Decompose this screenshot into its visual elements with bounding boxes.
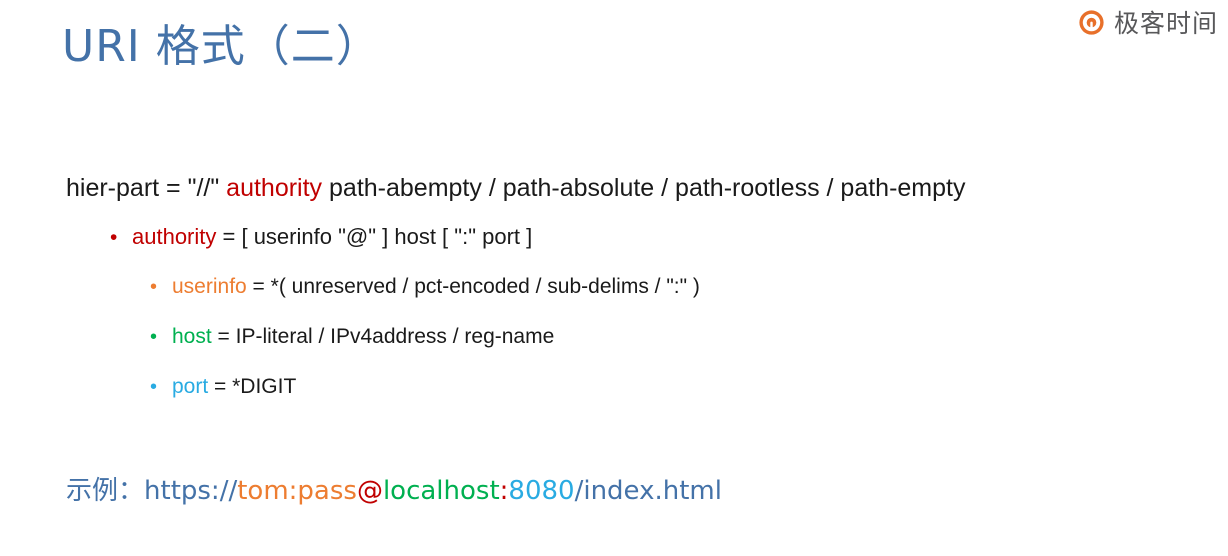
abnf-grammar-block: hier-part = "//" authority path-abempty …: [66, 172, 1186, 422]
url-fragment: /index.html: [574, 476, 722, 506]
bullet-marker: •: [110, 226, 118, 249]
url-fragment: 8080: [508, 476, 575, 506]
url-fragment: @: [356, 476, 383, 506]
brand-logo: 极客时间: [1076, 8, 1218, 39]
text-fragment: = *( unreserved / pct-encoded / sub-deli…: [246, 275, 700, 298]
grammar-line: • host = IP-literal / IPv4address / reg-n…: [66, 322, 1186, 351]
text-fragment: userinfo: [172, 275, 247, 298]
grammar-line: hier-part = "//" authority path-abempty …: [66, 172, 1186, 205]
url-fragment: :: [499, 476, 509, 506]
grammar-line: • userinfo = *( unreserved / pct-encoded …: [66, 272, 1186, 301]
grammar-line: • authority = [ userinfo "@" ] host [ ":"…: [66, 222, 1186, 252]
brand-name: 极客时间: [1113, 9, 1218, 38]
grammar-line-text: host = IP-literal / IPv4address / reg-na…: [172, 322, 554, 351]
text-fragment: = *DIGIT: [208, 375, 297, 398]
example-line: 示例：https://tom:pass@localhost:8080/index…: [66, 474, 722, 508]
example-url: https://tom:pass@localhost:8080/index.ht…: [144, 476, 722, 506]
text-fragment: authority: [132, 224, 217, 249]
grammar-line-text: userinfo = *( unreserved / pct-encoded /…: [172, 272, 700, 301]
text-fragment: = IP-literal / IPv4address / reg-name: [211, 325, 555, 348]
example-label: 示例：: [66, 476, 145, 506]
url-fragment: localhost: [382, 476, 500, 506]
text-fragment: hier-part = "//": [66, 174, 227, 202]
grammar-line-text: hier-part = "//" authority path-abempty …: [66, 172, 965, 205]
url-fragment: tom:pass: [237, 476, 357, 506]
text-fragment: authority: [226, 174, 323, 202]
grammar-line-text: authority = [ userinfo "@" ] host [ ":" …: [132, 222, 532, 252]
geektime-logo-icon: [1079, 10, 1104, 35]
text-fragment: = [ userinfo "@" ] host [ ":" port ]: [216, 224, 533, 249]
text-fragment: path-abempty / path-absolute / path-root…: [322, 174, 966, 202]
text-fragment: host: [172, 325, 212, 348]
bullet-marker: •: [150, 276, 157, 298]
url-fragment: https://: [144, 476, 238, 506]
page-title: URI 格式（二）: [62, 21, 381, 72]
bullet-marker: •: [150, 376, 157, 398]
grammar-line-text: port = *DIGIT: [172, 372, 296, 401]
grammar-line: • port = *DIGIT: [66, 372, 1186, 401]
bullet-marker: •: [150, 326, 157, 348]
text-fragment: port: [172, 375, 209, 398]
